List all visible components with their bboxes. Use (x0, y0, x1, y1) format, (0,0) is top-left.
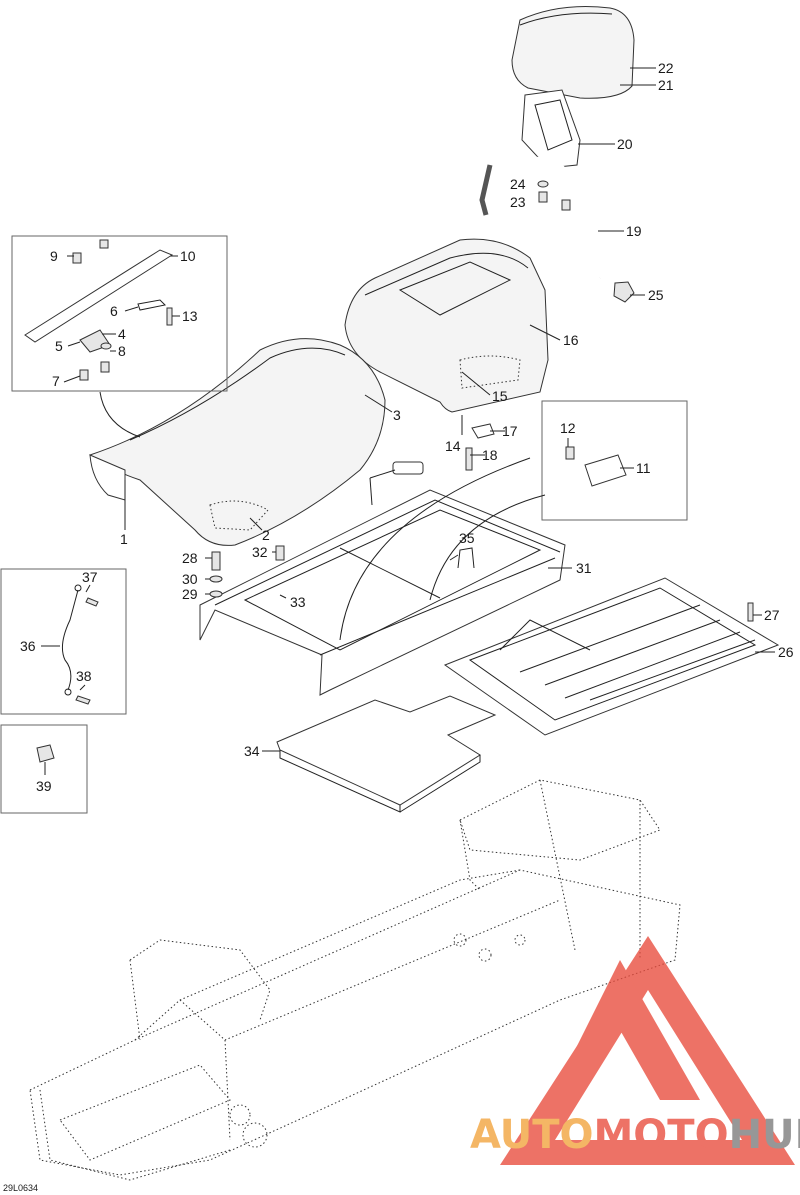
foam-pad (276, 695, 497, 813)
bolt-32 (275, 545, 285, 561)
callout-39: 39 (36, 778, 52, 794)
callout-8: 8 (118, 343, 126, 359)
callout-27: 27 (764, 607, 780, 623)
backrest-bracket (521, 89, 581, 169)
callout-34: 34 (244, 743, 260, 759)
callout-13: 13 (182, 308, 198, 324)
callout-14: 14 (445, 438, 461, 454)
figure-code: 29L0634 (3, 1183, 38, 1193)
bolt-18 (465, 447, 473, 471)
callout-25: 25 (648, 287, 664, 303)
callout-15: 15 (492, 388, 508, 404)
clip-39 (36, 744, 55, 763)
latch-rail (24, 249, 174, 343)
callout-10: 10 (180, 248, 196, 264)
latch-parts (72, 239, 173, 381)
clip-detail-box (0, 724, 88, 814)
callout-21: 21 (658, 77, 674, 93)
callout-1: 1 (120, 531, 128, 547)
automotohub-watermark: AUTOMOTOHUB (470, 936, 800, 1165)
svg-text:AUTOMOTOHUB: AUTOMOTOHUB (470, 1112, 800, 1158)
callout-22: 22 (658, 60, 674, 76)
callout-3: 3 (393, 407, 401, 423)
callout-30: 30 (182, 571, 198, 587)
backrest-bolts (537, 180, 571, 211)
callout-28: 28 (182, 550, 198, 566)
callout-2: 2 (262, 527, 270, 543)
callout-5: 5 (55, 338, 63, 354)
callout-38: 38 (76, 668, 92, 684)
label-decal (392, 461, 424, 475)
callout-6: 6 (110, 303, 118, 319)
hinge (565, 446, 627, 487)
callout-16: 16 (563, 332, 579, 348)
hinge-detail-box (541, 400, 688, 521)
backrest-tube-frame (479, 155, 610, 279)
screw-27 (747, 602, 754, 622)
callout-23: 23 (510, 194, 526, 210)
callout-36: 36 (20, 638, 36, 654)
callout-12: 12 (560, 420, 576, 436)
callout-37: 37 (82, 569, 98, 585)
callout-4: 4 (118, 326, 126, 342)
knob (613, 281, 635, 303)
main-seat (88, 338, 386, 546)
latch-bracket-17 (471, 423, 495, 439)
callout-19: 19 (626, 223, 642, 239)
callout-33: 33 (290, 594, 306, 610)
vehicle-frame (29, 779, 681, 1181)
passenger-seat (344, 238, 549, 413)
watermark-hub: HUB (729, 1112, 800, 1158)
callout-18: 18 (482, 447, 498, 463)
callout-24: 24 (510, 176, 526, 192)
callout-7: 7 (52, 373, 60, 389)
callout-20: 20 (617, 136, 633, 152)
cable-detail-box (0, 568, 127, 715)
callout-17: 17 (502, 423, 518, 439)
leader-lines (41, 67, 775, 775)
callout-labels: 1 2 3 4 5 6 7 8 9 10 11 12 13 14 15 16 1… (20, 60, 794, 794)
callout-9: 9 (50, 248, 58, 264)
watermark-auto: AUTO (470, 1112, 594, 1158)
callout-32: 32 (252, 544, 268, 560)
callout-26: 26 (778, 644, 794, 660)
latch-detail-box (11, 235, 228, 392)
callout-35: 35 (459, 530, 475, 546)
callout-11: 11 (636, 460, 651, 476)
callout-29: 29 (182, 586, 198, 602)
bolt-28 (209, 551, 223, 598)
clip-35 (457, 547, 475, 569)
headrest-pad (511, 6, 635, 99)
tether-cable (61, 584, 99, 705)
watermark-triangle (500, 936, 795, 1165)
watermark-moto: MOTO (594, 1112, 729, 1158)
callout-31: 31 (576, 560, 592, 576)
storage-tray (443, 577, 780, 736)
seat-base-frame (199, 489, 566, 696)
